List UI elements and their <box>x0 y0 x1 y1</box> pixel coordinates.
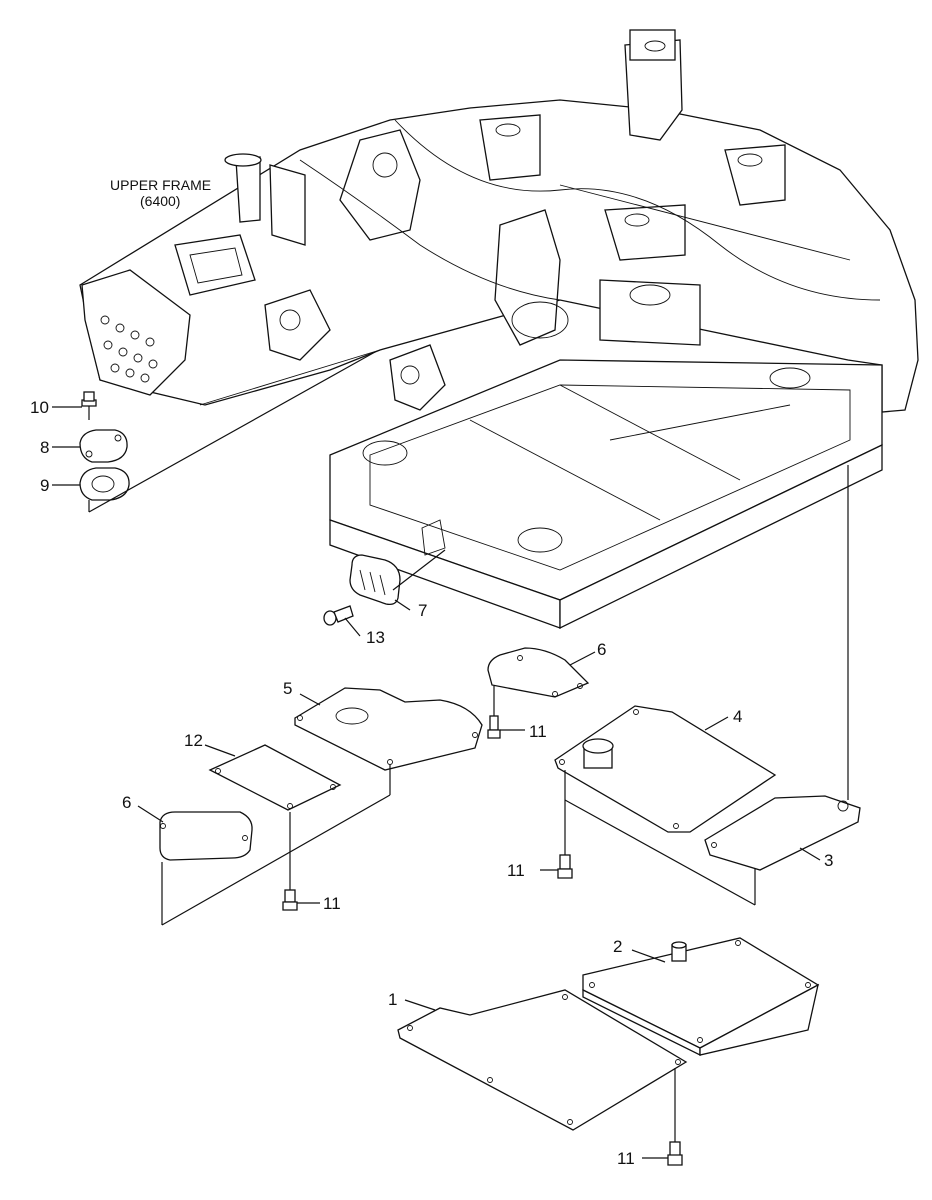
cover-7-assembly <box>323 549 446 637</box>
left-undercover-group <box>137 687 483 926</box>
upper-frame-title-line1: UPPER FRAME <box>110 177 211 193</box>
callout-3: 3 <box>824 851 833 870</box>
step-holes <box>100 315 158 383</box>
callout-5: 5 <box>283 679 292 698</box>
callout-13: 13 <box>366 628 385 647</box>
callout-2: 2 <box>613 937 622 956</box>
callout-11-right: 11 <box>507 861 525 880</box>
callout-7: 7 <box>418 601 427 620</box>
callout-11-top: 11 <box>529 722 547 741</box>
callout-4: 4 <box>733 707 742 726</box>
bottom-undercover-group <box>397 937 820 1166</box>
callout-1: 1 <box>388 990 397 1009</box>
cover-6-top-group <box>487 647 596 739</box>
upper-frame-title-line2: (6400) <box>140 193 180 209</box>
flange-assembly <box>52 351 376 513</box>
callout-11-left: 11 <box>323 894 341 913</box>
callout-6-left: 6 <box>122 793 131 812</box>
callout-9: 9 <box>40 476 49 495</box>
callout-11-bottom: 11 <box>617 1149 635 1168</box>
callout-10: 10 <box>30 398 49 417</box>
right-undercover-group <box>540 465 861 906</box>
callout-6-right: 6 <box>597 640 606 659</box>
upper-frame <box>79 29 919 630</box>
callout-8: 8 <box>40 438 49 457</box>
callout-12: 12 <box>184 731 203 750</box>
